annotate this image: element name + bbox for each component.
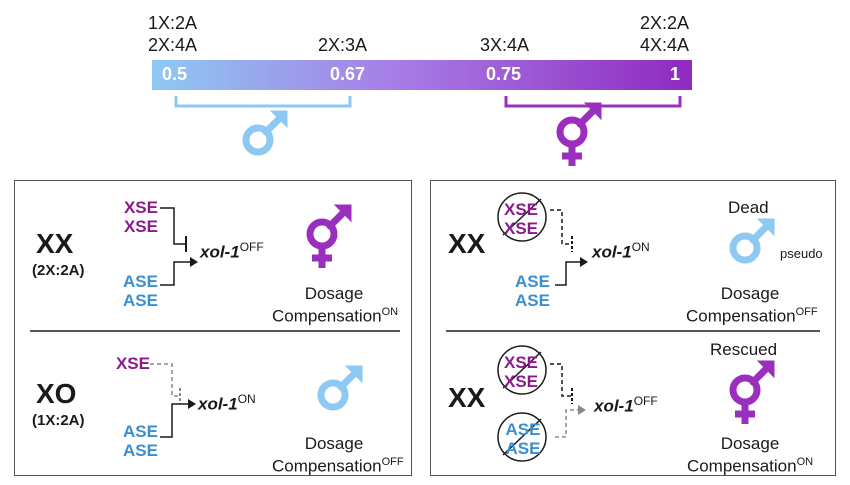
hermaphrodite-symbol-icon [733,361,774,424]
ratio-label-2x2a: 2X:2A [640,13,690,33]
ratio-label-4x4a: 4X:4A [640,35,690,55]
divider-left [30,330,400,332]
crossed-circle-icon [497,192,547,242]
genotype-xx: XX [448,382,486,413]
hermaphrodite-symbol-icon [560,103,601,166]
panel-mutants [430,180,836,476]
xse-signal: XSE [115,354,150,373]
divider-right [446,330,820,332]
male-range-bracket [174,96,352,108]
bar-value-0-67: 0.67 [330,64,366,84]
ratio-label-3x4a: 3X:4A [480,35,530,55]
hermaphrodite-symbol-icon [310,205,351,268]
bar-value-0-75: 0.75 [486,64,522,84]
xol-1-gene: xol-1OFF [200,240,264,262]
xol-1-gene: xol-1OFF [594,394,658,416]
status-dead: Dead [728,198,769,217]
male-symbol-icon [246,111,287,152]
crossed-circle-icon [497,345,547,395]
pathway-xx-dead [550,209,588,286]
genotype-xx: XX [448,228,486,259]
pathway-xx-rescued [550,363,586,438]
ratio-2x2a: (2X:2A) [32,262,85,279]
ratio-label-2x3a: 2X:3A [318,35,368,55]
xol-1-gene: xol-1ON [592,240,650,262]
status-rescued: Rescued [710,340,778,359]
activation-arrow-icon [190,257,198,267]
ratio-label-2x4a: 2X:4A [148,35,198,55]
male-symbol-icon [733,219,774,260]
pathway-xx-normal [160,207,198,286]
pathway-xo-normal [150,363,196,438]
ratio-gradient-bar [152,60,692,90]
panel-wild-type [14,180,412,476]
pseudo-label: pseudo [780,246,823,261]
ratio-1x2a: (1X:2A) [32,412,85,429]
bar-value-0-5: 0.5 [162,64,188,84]
crossed-circle-icon [497,412,547,462]
male-symbol-icon [321,366,362,407]
ratio-label-1x2a: 1X:2A [148,13,198,33]
bar-value-1: 1 [670,64,681,84]
genotype-xo: XO [36,378,77,409]
xol-1-gene: xol-1ON [198,392,256,414]
genotype-xx: XX [36,228,74,259]
